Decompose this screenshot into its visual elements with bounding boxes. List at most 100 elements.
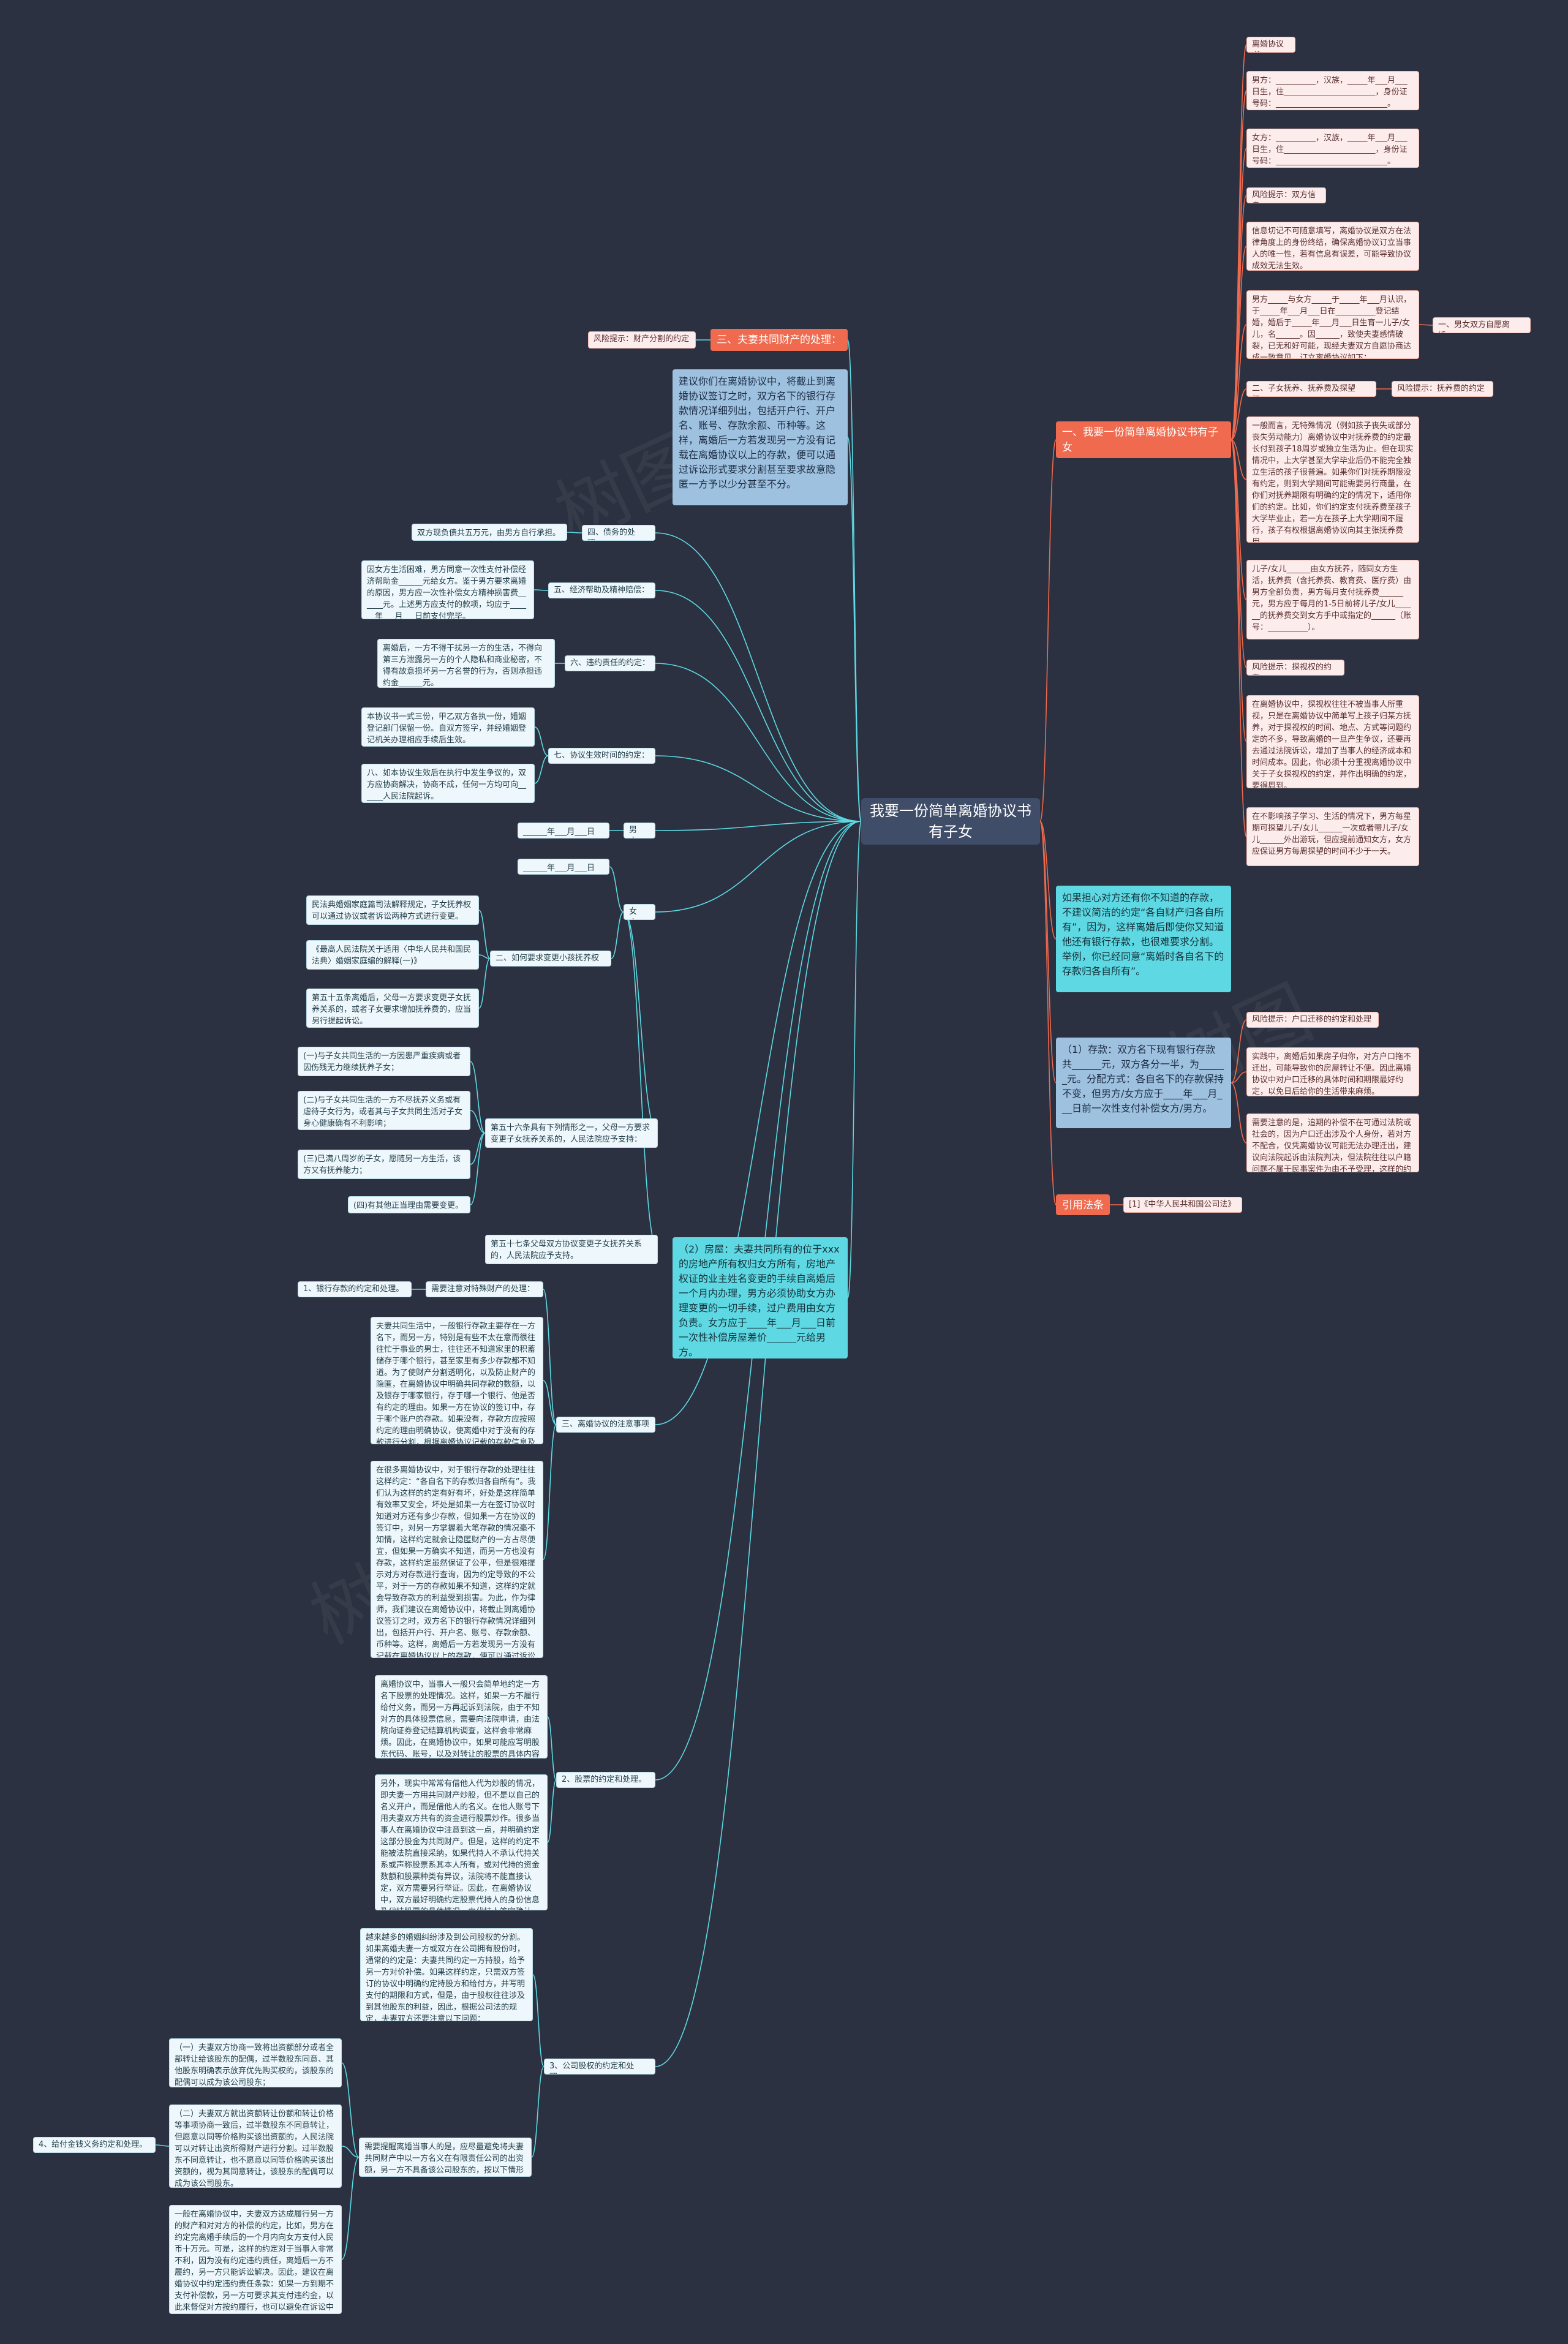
hidden-deposit-advice[interactable]: 如果担心对方还有你不知道的存款，不建议简洁的约定“各自财产归各自所有”，因为，这… <box>1056 886 1231 992</box>
risk-tag-support: 风险提示：抚养费的约定 <box>1392 381 1493 397</box>
connector <box>655 590 862 822</box>
hukou-text-2: 需要注意的是，追期的补偿不在可通过法院或社会的，因为户口迁出涉及个人身份，若对方… <box>1246 1114 1419 1172</box>
company-equity-text-5: 一般在离婚协议中，夫妻双方达成履行另一方的财产和对对方的补偿的约定，比如，男方在… <box>169 2205 342 2314</box>
article-56[interactable]: 第五十六条具有下列情形之一，父母一方要求变更子女抚养关系的，人民法院应予支持： <box>485 1118 658 1148</box>
custody-change-text-3: 第五十五条离婚后，父母一方要求变更子女抚养关系的，或者子女要求增加抚养费的，应当… <box>306 989 479 1028</box>
connector <box>1039 821 1057 940</box>
stock-text-1: 离婚协议中，当事人一般只会简单地约定一方名下股票的处理情况。这样，如果一方不履行… <box>375 1675 548 1758</box>
male-info: 男方：__________，汉族，_____年___月___日生，住______… <box>1246 71 1419 110</box>
risk-tag-hukou: 风险提示：户口迁移的约定和处理 <box>1246 1012 1379 1028</box>
connector <box>655 755 862 822</box>
connector <box>478 958 491 1009</box>
branch-agreement[interactable]: 一、我要一份简单离婚协议书有子女 <box>1056 421 1231 458</box>
stock-text-2: 另外，现实中常常有借他人代为炒股的情况，即夫妻一方用共同财产炒股，但不是以自己的… <box>375 1774 548 1910</box>
money-obligation-title[interactable]: 4、给付金钱义务约定和处理。 <box>33 2137 156 2153</box>
child-support-text: 儿子/女儿______由女方抚养，随同女方生活，抚养费（含托养费、教育费、医疗费… <box>1246 560 1419 639</box>
company-equity-title[interactable]: 3、公司股权的约定和处理。 <box>544 2059 655 2075</box>
connector <box>543 1289 557 1425</box>
item-debt-label[interactable]: 四、债务的处理： <box>582 525 655 541</box>
item-economic-help-text: 因女方生活困难，男方同意一次性支付补偿经济帮助金______元给女方。鉴于男方要… <box>361 560 534 619</box>
connector <box>655 663 862 822</box>
female-sign-date: ______年___月___日 <box>518 859 609 875</box>
risk-tag-property: 风险提示：财产分割的约定 <box>588 331 696 349</box>
item-debt-text: 双方现负债共五万元，由男方自行承担。 <box>412 524 567 541</box>
bank-deposit-title[interactable]: 1、银行存款的约定和处理。 <box>298 1281 412 1297</box>
connector <box>532 1974 545 2067</box>
connector <box>609 866 624 913</box>
house-clause[interactable]: （2）房屋：夫妻共同所有的位于xxx的房地产所有权归女方所有，房地产权证的业主姓… <box>673 1237 848 1359</box>
article-56-case-1: (一)与子女共同生活的一方因患严重疾病或者因伤残无力继续抚养子女； <box>298 1047 470 1076</box>
branch-section3[interactable]: 三、夫妻共同财产的处理： <box>710 329 848 351</box>
connector <box>547 1716 557 1781</box>
connector <box>543 1424 557 1560</box>
item-divorce-consent[interactable]: 一、男女双方自愿离婚。 <box>1433 317 1531 333</box>
custody-change-label[interactable]: 二、如何要求变更小孩抚养权 <box>490 951 611 967</box>
root-topic[interactable]: 我要一份简单离婚协议书有子女 <box>861 798 1040 845</box>
connector <box>655 821 862 1425</box>
connector <box>1231 324 1247 440</box>
risk-info-text: 信息切记不可随意填写，离婚协议是双方在法律角度上的身份终结，确保离婚协议订立当事… <box>1246 222 1419 271</box>
company-equity-text-4: 需要提醒离婚当事人的是，应尽量避免将夫妻共同财产中以一方名义在有限责任公司的出资… <box>359 2138 532 2177</box>
connector <box>1231 388 1247 440</box>
connector <box>531 2066 545 2158</box>
female-info: 女方：__________，汉族，_____年___月___日生，住______… <box>1246 129 1419 168</box>
connector <box>1231 439 1247 480</box>
law-reference-label[interactable]: 引用法条 <box>1056 1194 1110 1215</box>
connector <box>655 532 862 822</box>
connector <box>847 437 862 822</box>
connector <box>611 911 624 959</box>
deposit-clause[interactable]: （1）存款：双方名下现有银行存款共______元，双方各分一半，为______元… <box>1056 1038 1231 1128</box>
savings-advice[interactable]: 建议你们在离婚协议中，将截止到离婚协议签订之时，双方名下的银行存款情况详细列出，… <box>673 369 848 505</box>
connector <box>470 1061 486 1134</box>
connector <box>1231 1019 1247 1083</box>
connector <box>341 2157 360 2260</box>
marriage-info: 男方_____与女方_____于_____年___月认识，于_____年___月… <box>1246 290 1419 359</box>
hukou-text-1: 实践中，离婚后如果房子归你，对方户口拖不迁出，可能导致你的房屋转让不便。因此离婚… <box>1246 1047 1419 1096</box>
female-sign-label[interactable]: 女方： <box>624 904 655 920</box>
connector <box>534 755 549 784</box>
connector <box>655 821 862 831</box>
connector <box>470 1132 486 1205</box>
bank-deposit-text-2: 在很多离婚协议中，对于银行存款的处理往往这样约定：“各自名下的存款归各自所有”。… <box>371 1461 543 1658</box>
item-economic-help-label[interactable]: 五、经济帮助及精神赔偿： <box>548 582 655 598</box>
law-reference-link[interactable]: [1]《中华人民共和国公司法》 <box>1123 1197 1242 1213</box>
item-breach-text: 离婚后，一方不得干扰另一方的生活，不得向第三方泄露另一方的个人隐私和商业秘密，不… <box>377 639 555 688</box>
agreement-title-tag: 离婚协议书 <box>1246 37 1295 53</box>
connector <box>341 2146 360 2158</box>
connector <box>1231 439 1247 837</box>
connector <box>470 1110 486 1134</box>
custody-change-text-1: 民法典婚姻家庭篇司法解释规定，子女抚养权可以通过协议或者诉讼两种方式进行变更。 <box>306 895 479 925</box>
connector <box>341 2062 360 2158</box>
notes-label[interactable]: 三、离婚协议的注意事项 <box>556 1417 655 1433</box>
item-effective-text-1: 本协议书一式三份，甲乙双方各执一份，婚姻登记部门保留一份。自双方签字，并经婚姻登… <box>361 707 535 747</box>
connector <box>623 911 658 1250</box>
connector <box>1231 148 1247 440</box>
custody-period-text: 一般而言，无特殊情况（例如孩子丧失或部分丧失劳动能力）离婚协议中对抚养费的约定最… <box>1246 416 1419 543</box>
custody-change-text-2: 《最高人民法院关于适用〈中华人民共和国民法典〉婚姻家庭编的解释(一)》 <box>306 940 479 970</box>
visitation-text-2: 在不影响孩子学习、生活的情况下，男方每星期可探望儿子/女儿______一次或者带… <box>1246 807 1419 866</box>
item-breach-label[interactable]: 六、违约责任的约定： <box>565 655 655 671</box>
item-custody[interactable]: 二、子女抚养、抚养费及探望权： <box>1246 381 1376 397</box>
connector <box>1039 821 1057 1083</box>
connector <box>655 821 862 913</box>
male-sign-date: ______年___月___日 <box>518 823 609 838</box>
article-56-case-2: (二)与子女共同生活的一方不尽抚养义务或有虐待子女行为，或者其与子女共同生活对子… <box>298 1091 470 1130</box>
connector <box>478 910 491 959</box>
male-sign-label[interactable]: 男方： <box>624 823 655 838</box>
special-property-label[interactable]: 需要注意对特殊财产的处理： <box>426 1281 543 1297</box>
risk-tag-info: 风险提示：双方信息 <box>1246 187 1326 203</box>
connector <box>655 821 862 2067</box>
company-equity-text-3: （二）夫妻双方就出资额转让份额和转让价格等事项协商一致后，过半数股东不同意转让，… <box>169 2105 342 2188</box>
connector <box>534 726 549 756</box>
article-56-case-4: (四)有其他正当理由需要变更。 <box>348 1196 470 1213</box>
stock-title[interactable]: 2、股票的约定和处理。 <box>556 1772 655 1788</box>
item-effective-label[interactable]: 七、协议生效时间的约定： <box>548 748 655 764</box>
connector <box>478 954 491 959</box>
connector <box>1231 1082 1247 1144</box>
connector <box>1231 439 1247 742</box>
bank-deposit-text-1: 夫妻共同生活中，一般银行存款主要存在一方名下，而另一方，特别是有些不太在意而很往… <box>371 1317 543 1444</box>
connector <box>847 821 862 1298</box>
article-57[interactable]: 第五十七条父母双方协议变更子女抚养关系的，人民法院应予支持。 <box>485 1235 658 1264</box>
visitation-text-1: 在离婚协议中，探视权往往不被当事人所重视，只是在离婚协议中简单写上孩子归某方抚养… <box>1246 695 1419 788</box>
